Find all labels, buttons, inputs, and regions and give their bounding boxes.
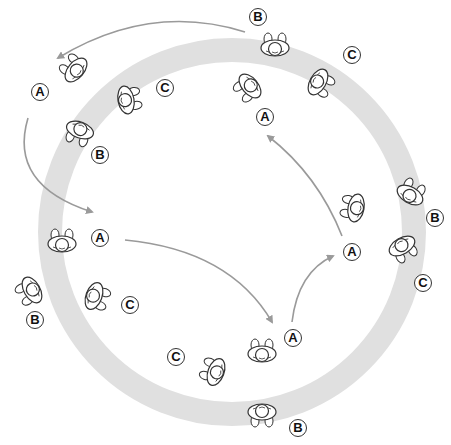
person-label: C	[121, 296, 139, 314]
person-label: A	[256, 108, 274, 126]
person-label: B	[289, 419, 307, 437]
rotation-arrows	[24, 22, 342, 322]
people	[12, 33, 430, 427]
person-label: A	[91, 229, 109, 247]
person-label: C	[156, 79, 174, 97]
person-label: A	[343, 243, 361, 261]
ring	[50, 50, 414, 414]
person-label: B	[426, 209, 444, 227]
person-label: A	[31, 83, 49, 101]
person-label: C	[414, 274, 432, 292]
person-label: C	[343, 46, 361, 64]
person-label: B	[91, 146, 109, 164]
person-label: C	[167, 348, 185, 366]
person-label: B	[26, 311, 44, 329]
person-label: A	[284, 329, 302, 347]
person-label: B	[249, 8, 267, 26]
